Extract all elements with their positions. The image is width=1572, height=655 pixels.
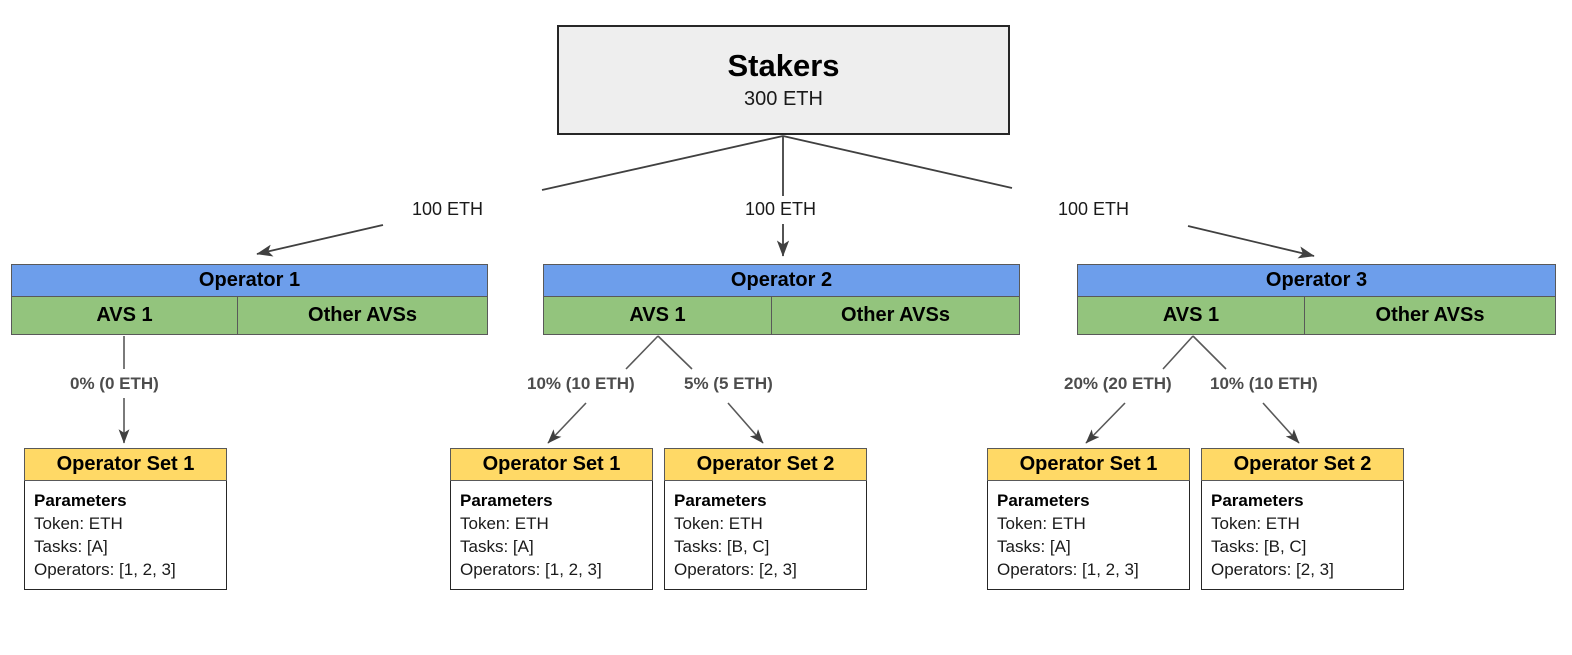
operator-1-node[interactable]: Operator 1 AVS 1 Other AVSs xyxy=(11,264,488,335)
param-tasks: Tasks: [B, C] xyxy=(674,537,770,556)
delegation-label-operator-3: 100 ETH xyxy=(1058,199,1130,219)
param-tasks: Tasks: [B, C] xyxy=(1211,537,1307,556)
parameters-heading: Parameters xyxy=(997,491,1090,510)
parameters-heading: Parameters xyxy=(34,491,127,510)
param-operators: Operators: [2, 3] xyxy=(674,560,797,579)
allocation-label-op3-set1: 20% (20 ETH) xyxy=(1064,374,1172,393)
allocation-label-op1-set1: 0% (0 ETH) xyxy=(70,374,159,393)
param-token: Token: ETH xyxy=(674,514,763,533)
operator-set-card-op3-set2[interactable]: Operator Set 2 Parameters Token: ETH Tas… xyxy=(1201,448,1404,590)
param-token: Token: ETH xyxy=(1211,514,1300,533)
stakers-title: Stakers xyxy=(727,48,840,83)
operator-set-title-op2-set1: Operator Set 1 xyxy=(450,448,653,481)
parameters-heading: Parameters xyxy=(1211,491,1304,510)
operator-2-header: Operator 2 xyxy=(543,264,1020,297)
operator-set-card-op2-set1[interactable]: Operator Set 1 Parameters Token: ETH Tas… xyxy=(450,448,653,590)
operator-set-title-op1-set1: Operator Set 1 xyxy=(24,448,227,481)
operator-3-node[interactable]: Operator 3 AVS 1 Other AVSs xyxy=(1077,264,1556,335)
edge-stakers-to-operator-1 xyxy=(256,135,784,257)
param-tasks: Tasks: [A] xyxy=(34,537,108,556)
param-operators: Operators: [1, 2, 3] xyxy=(460,560,602,579)
edge-stakers-to-operator-3 xyxy=(782,135,1315,259)
operator-set-card-op2-set2[interactable]: Operator Set 2 Parameters Token: ETH Tas… xyxy=(664,448,867,590)
delegation-label-operator-1: 100 ETH xyxy=(412,199,484,219)
operator-set-card-op3-set1[interactable]: Operator Set 1 Parameters Token: ETH Tas… xyxy=(987,448,1190,590)
stakers-node: Stakers 300 ETH xyxy=(557,25,1010,135)
operator-1-header: Operator 1 xyxy=(11,264,488,297)
param-tasks: Tasks: [A] xyxy=(997,537,1071,556)
parameters-heading: Parameters xyxy=(460,491,553,510)
operator-3-other-avss-cell[interactable]: Other AVSs xyxy=(1304,297,1556,335)
operator-1-avs-row: AVS 1 Other AVSs xyxy=(11,297,488,335)
param-token: Token: ETH xyxy=(997,514,1086,533)
stakers-amount: 300 ETH xyxy=(744,88,823,110)
operator-set-body-op3-set2: Parameters Token: ETH Tasks: [B, C] Oper… xyxy=(1201,481,1404,590)
operator-2-other-avss-cell[interactable]: Other AVSs xyxy=(771,297,1020,335)
operator-3-avs-1-cell[interactable]: AVS 1 xyxy=(1077,297,1304,335)
allocation-label-op2-set2: 5% (5 ETH) xyxy=(684,374,773,393)
param-operators: Operators: [2, 3] xyxy=(1211,560,1334,579)
parameters-heading: Parameters xyxy=(674,491,767,510)
allocation-label-op2-set1: 10% (10 ETH) xyxy=(527,374,635,393)
operator-2-node[interactable]: Operator 2 AVS 1 Other AVSs xyxy=(543,264,1020,335)
param-token: Token: ETH xyxy=(460,514,549,533)
param-tasks: Tasks: [A] xyxy=(460,537,534,556)
operator-1-avs-1-cell[interactable]: AVS 1 xyxy=(11,297,237,335)
operator-2-avs-1-cell[interactable]: AVS 1 xyxy=(543,297,771,335)
operator-2-avs-row: AVS 1 Other AVSs xyxy=(543,297,1020,335)
operator-3-avs-row: AVS 1 Other AVSs xyxy=(1077,297,1556,335)
operator-3-header: Operator 3 xyxy=(1077,264,1556,297)
operator-set-body-op3-set1: Parameters Token: ETH Tasks: [A] Operato… xyxy=(987,481,1190,590)
operator-set-title-op3-set2: Operator Set 2 xyxy=(1201,448,1404,481)
operator-set-body-op2-set2: Parameters Token: ETH Tasks: [B, C] Oper… xyxy=(664,481,867,590)
param-operators: Operators: [1, 2, 3] xyxy=(34,560,176,579)
delegation-label-operator-2: 100 ETH xyxy=(745,199,817,219)
allocation-label-op3-set2: 10% (10 ETH) xyxy=(1210,374,1318,393)
param-token: Token: ETH xyxy=(34,514,123,533)
operator-1-other-avss-cell[interactable]: Other AVSs xyxy=(237,297,488,335)
operator-set-title-op3-set1: Operator Set 1 xyxy=(987,448,1190,481)
operator-set-body-op1-set1: Parameters Token: ETH Tasks: [A] Operato… xyxy=(24,481,227,590)
operator-set-body-op2-set1: Parameters Token: ETH Tasks: [A] Operato… xyxy=(450,481,653,590)
operator-set-card-op1-set1[interactable]: Operator Set 1 Parameters Token: ETH Tas… xyxy=(24,448,227,590)
param-operators: Operators: [1, 2, 3] xyxy=(997,560,1139,579)
operator-set-title-op2-set2: Operator Set 2 xyxy=(664,448,867,481)
